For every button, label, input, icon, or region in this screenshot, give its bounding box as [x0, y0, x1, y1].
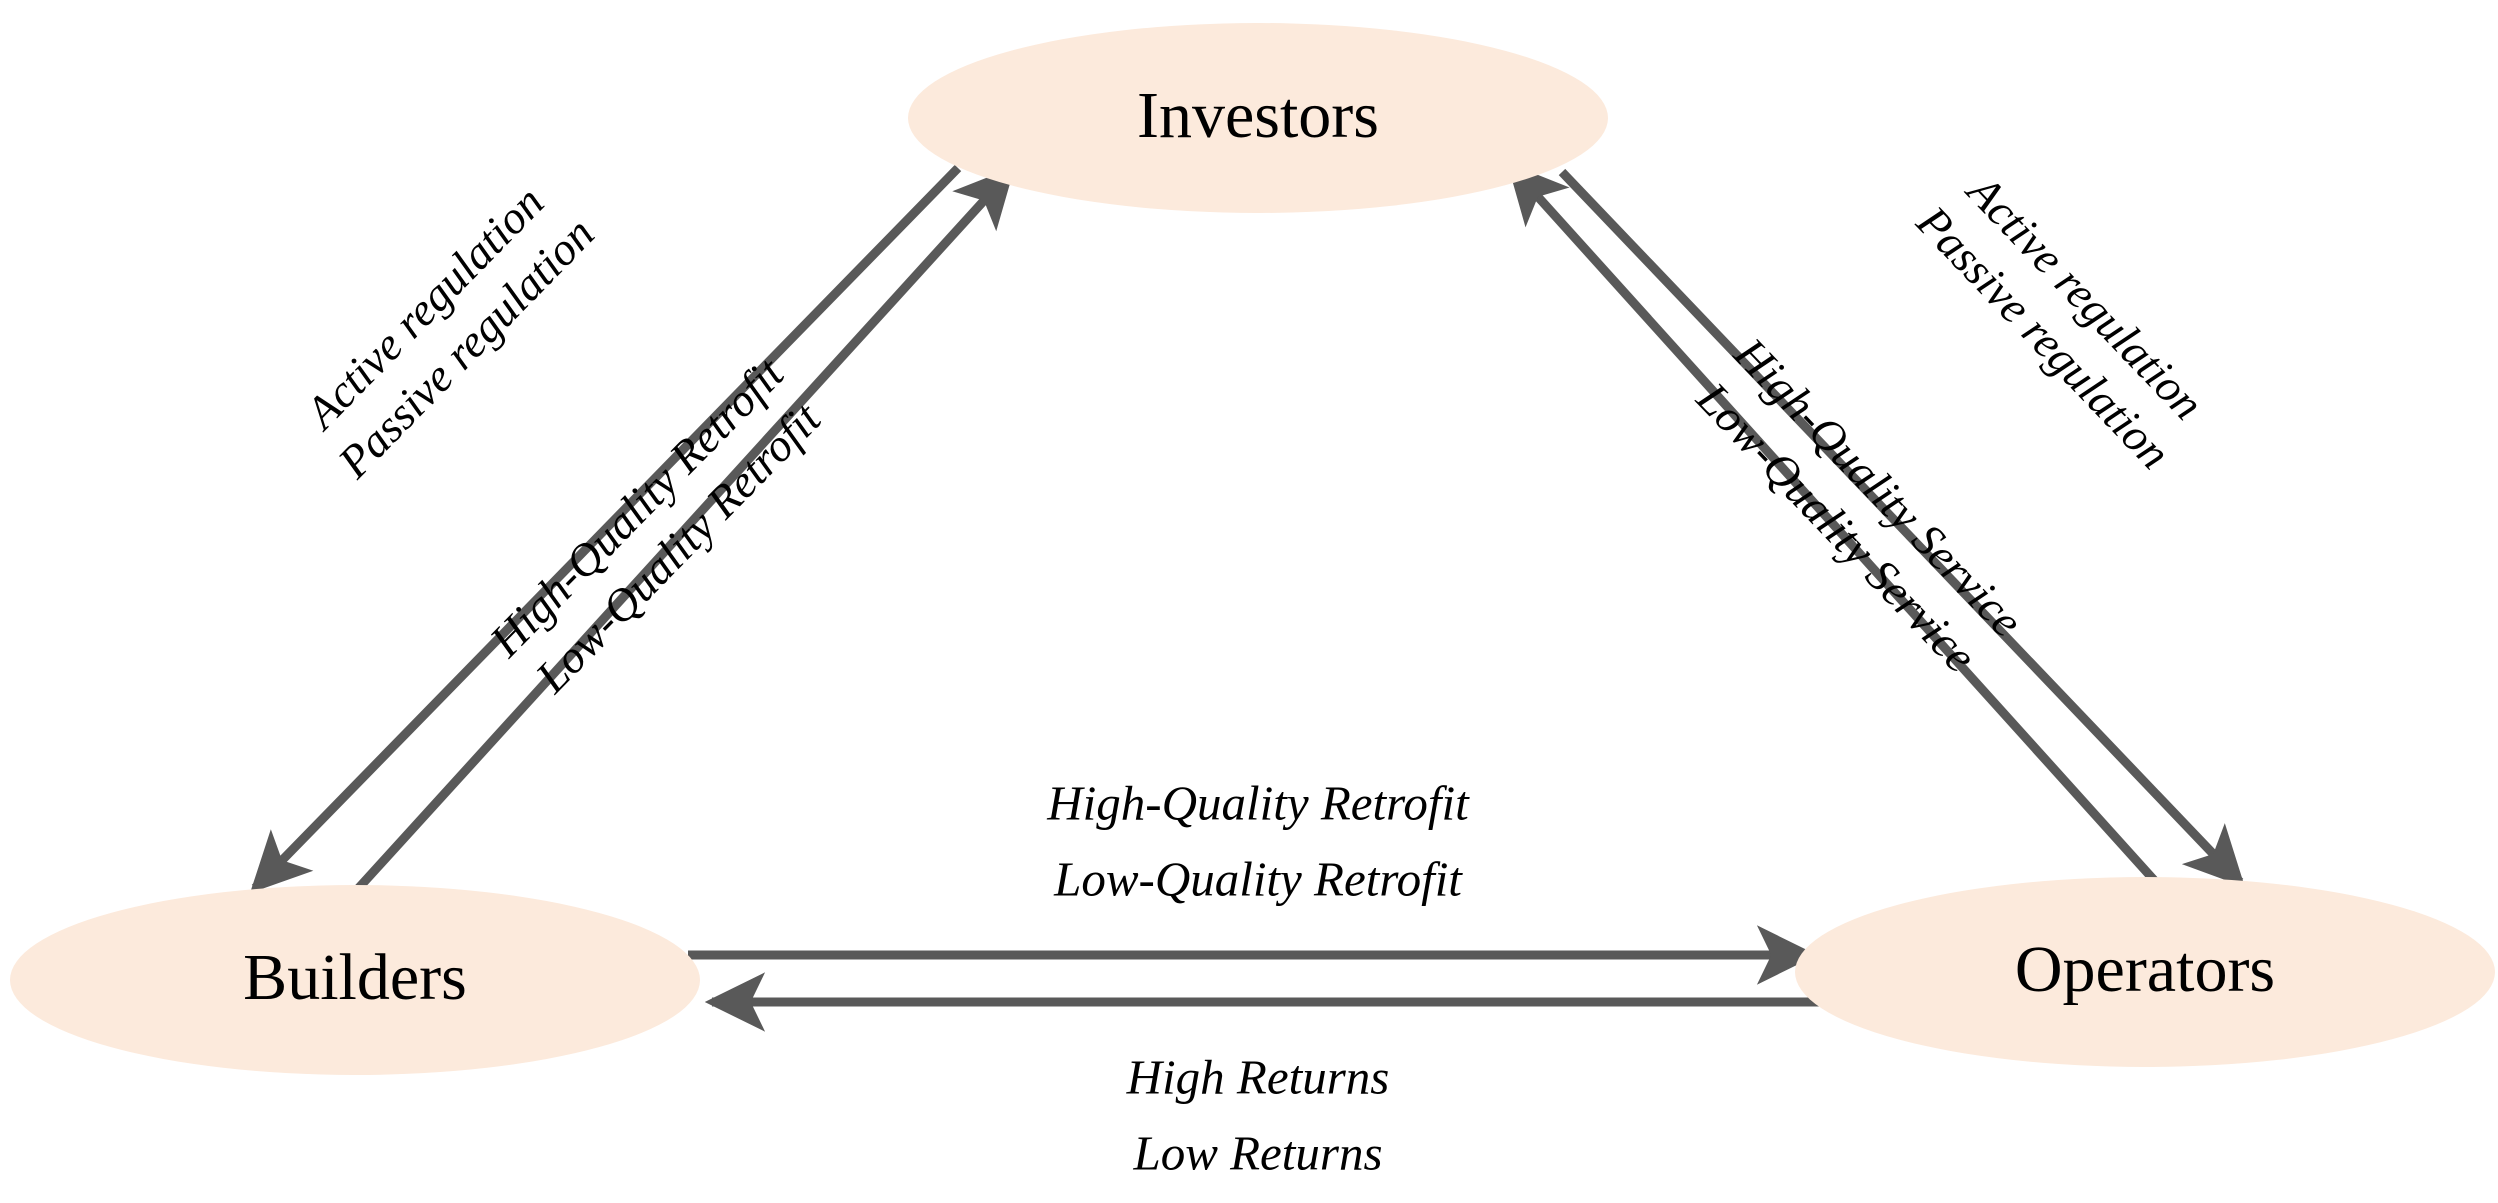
edge-builders-to-investors-line — [341, 166, 1015, 907]
edge-label-low-quality-retrofit-center: Low-Quality Retrofit — [1053, 851, 1463, 906]
node-operators[interactable]: Operators — [1795, 877, 2495, 1067]
edge-label-group-investors-to-operators: Active regulation Passive regulation — [1907, 163, 2214, 478]
edge-label-group-investors-to-builders: Active regulation Passive regulation — [293, 176, 603, 488]
node-builders[interactable]: Builders — [10, 885, 700, 1075]
edge-label-group-operators-to-builders: High Returns Low Returns — [1126, 1049, 1390, 1180]
edge-label-high-returns: High Returns — [1126, 1049, 1390, 1104]
node-investors-label: Investors — [1137, 79, 1379, 152]
node-builders-label: Builders — [243, 941, 467, 1014]
edge-label-group-operators-to-investors: High-Quality Service Low-Quality Service — [1687, 327, 2033, 682]
node-operators-shape[interactable] — [1795, 877, 2495, 1067]
node-operators-label: Operators — [2015, 933, 2275, 1006]
node-builders-shape[interactable] — [10, 885, 700, 1075]
edge-operators-to-investors-line — [1507, 162, 2176, 904]
edge-label-high-quality-retrofit-center: High-Quality Retrofit — [1046, 775, 1470, 830]
edge-label-group-builders-to-investors: High-Quality Retrofit Low-Quality Retrof… — [479, 347, 831, 703]
node-investors-shape[interactable] — [908, 23, 1608, 213]
edge-label-low-returns: Low Returns — [1132, 1125, 1382, 1180]
node-investors[interactable]: Investors — [908, 23, 1608, 213]
edge-investors-to-builders-line — [249, 164, 962, 894]
edge-label-group-builders-to-operators: High-Quality Retrofit Low-Quality Retrof… — [1046, 775, 1470, 906]
edge-investors-to-operators-line — [1558, 168, 2245, 888]
